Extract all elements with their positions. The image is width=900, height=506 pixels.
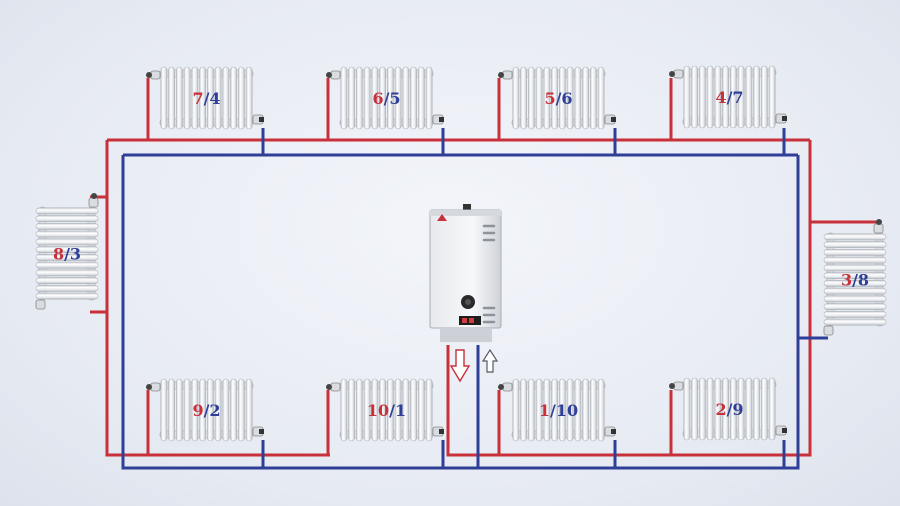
supply-number: 9 — [192, 401, 203, 420]
radiator-4-7: 4/7 — [669, 65, 787, 129]
radiator-3-8: 3/8 — [823, 219, 887, 336]
return-number: 1 — [395, 401, 406, 420]
label-separator: / — [384, 89, 390, 108]
supply-number: 10 — [367, 401, 389, 420]
label-separator: / — [64, 245, 70, 264]
supply-number: 1 — [539, 401, 550, 420]
supply-pipe — [90, 78, 880, 457]
return-number: 5 — [389, 89, 400, 108]
supply-number: 3 — [841, 271, 852, 290]
radiator-9-2: 9/2 — [146, 378, 264, 442]
radiator-10-1-label: 10/1 — [367, 401, 406, 420]
radiator-10-1: 10/1 — [326, 378, 444, 442]
radiator-1-10: 1/10 — [498, 378, 616, 442]
label-separator: / — [727, 400, 733, 419]
label-separator: / — [852, 271, 858, 290]
radiator-4-7-label: 4/7 — [715, 88, 743, 107]
radiator-2-9-label: 2/9 — [715, 400, 743, 419]
label-separator: / — [204, 89, 210, 108]
radiator-2-9: 2/9 — [669, 377, 787, 441]
supply-number: 8 — [53, 245, 64, 264]
radiator-5-6: 5/6 — [498, 66, 616, 130]
electric-boiler-icon — [429, 204, 502, 342]
return-number: 4 — [209, 89, 220, 108]
radiator-8-3-label: 8/3 — [53, 245, 81, 264]
radiator-9-2-label: 9/2 — [192, 401, 220, 420]
label-separator: / — [556, 89, 562, 108]
label-separator: / — [389, 401, 395, 420]
label-separator: / — [550, 401, 556, 420]
radiator-5-6-label: 5/6 — [544, 89, 572, 108]
return-number: 9 — [732, 400, 743, 419]
return-number: 10 — [556, 401, 578, 420]
radiator-3-8-label: 3/8 — [841, 271, 869, 290]
radiator-6-5-label: 6/5 — [372, 89, 400, 108]
radiator-7-4: 7/4 — [146, 66, 264, 130]
return-number: 2 — [209, 401, 220, 420]
down-arrow-icon — [449, 349, 471, 383]
supply-number: 5 — [544, 89, 555, 108]
supply-number: 2 — [715, 400, 726, 419]
return-number: 6 — [561, 89, 572, 108]
radiator-8-3: 8/3 — [35, 193, 99, 310]
label-separator: / — [727, 88, 733, 107]
return-number: 8 — [858, 271, 869, 290]
supply-number: 4 — [715, 88, 726, 107]
radiator-1-10-label: 1/10 — [539, 401, 578, 420]
return-number: 7 — [732, 88, 743, 107]
up-arrow-icon — [481, 348, 499, 373]
supply-number: 6 — [372, 89, 383, 108]
radiator-7-4-label: 7/4 — [192, 89, 220, 108]
supply-number: 7 — [192, 89, 203, 108]
return-number: 3 — [70, 245, 81, 264]
radiator-6-5: 6/5 — [326, 66, 444, 130]
return-pipe — [121, 128, 828, 470]
label-separator: / — [204, 401, 210, 420]
